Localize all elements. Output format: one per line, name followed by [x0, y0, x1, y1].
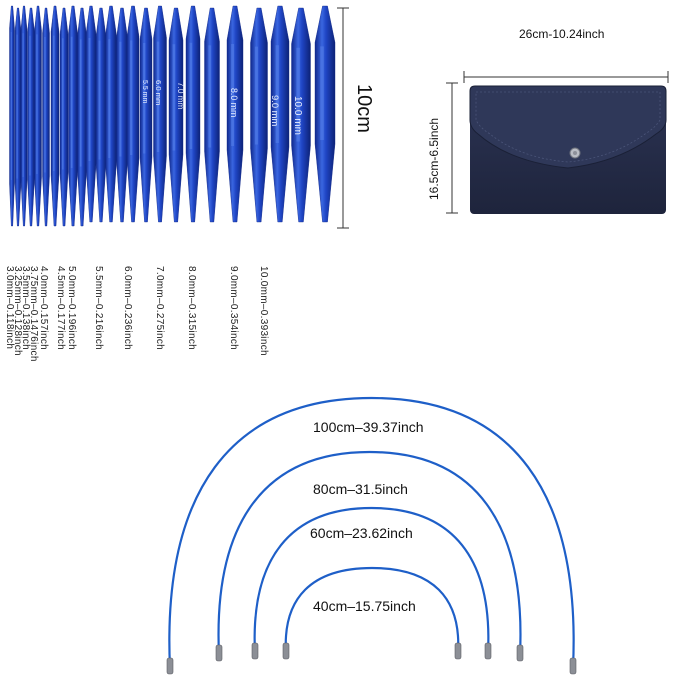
needle	[9, 5, 15, 227]
needle-size-label: 3.75mm–0.1476inch	[28, 266, 39, 362]
needle	[270, 5, 290, 223]
needle-stamp: 7.0 mm	[176, 82, 185, 110]
cable-connector-tip	[251, 642, 259, 660]
needle-stamp: 8.0 mm	[229, 88, 239, 118]
needle	[14, 7, 22, 227]
needle	[77, 7, 87, 227]
cable-connector-tip	[454, 642, 462, 660]
needle	[50, 5, 60, 227]
needle-size-label: 10.0mm–0.393inch	[258, 266, 269, 356]
needle	[139, 7, 153, 223]
needle-size-label: 8.0mm–0.315inch	[186, 266, 197, 350]
needle-size-label: 3.5mm–0.138inch	[20, 266, 31, 350]
needle-size-label: 4.5mm–0.177inch	[55, 266, 66, 350]
needle	[42, 7, 50, 227]
needle	[204, 7, 220, 223]
pouch-height-label: 16.5cm-6.5inch	[427, 117, 441, 200]
needle-stamp: 9.0 mm	[270, 95, 281, 127]
needle	[105, 5, 117, 223]
needle-height-dimension	[337, 7, 349, 229]
needle	[95, 7, 107, 223]
needle	[85, 5, 97, 223]
needle-size-label: 5.0mm–0.196inch	[66, 266, 77, 350]
cable	[253, 506, 490, 654]
pouch-width-label: 26cm-10.24inch	[519, 27, 605, 41]
cable	[217, 450, 522, 656]
pouch-height-dimension	[446, 82, 458, 214]
needle-size-label: 6.0mm–0.236inch	[122, 266, 133, 350]
cable-connector-tip	[215, 644, 223, 662]
pouch	[469, 85, 667, 214]
needle	[116, 7, 128, 223]
cable-label-100cm: 100cm–39.37inch	[313, 419, 424, 435]
needle	[68, 5, 78, 227]
cable-connector-tip	[484, 642, 492, 660]
cable-group	[166, 396, 577, 675]
needle-size-label: 9.0mm–0.354inch	[228, 266, 239, 350]
needle-size-label: 3.0mm–0.118inch	[4, 266, 15, 350]
needle-size-label: 5.5mm–0.216inch	[93, 266, 104, 350]
needle	[59, 7, 69, 227]
cable-connector-tip	[166, 657, 174, 675]
needle	[250, 7, 268, 223]
needle	[153, 5, 167, 223]
cable-connector-tip	[516, 644, 524, 662]
pouch-flap	[469, 85, 667, 169]
needle-group	[9, 5, 336, 227]
needle	[126, 5, 140, 223]
needle-stamp: 5.5 mm	[141, 80, 148, 104]
needle	[20, 5, 28, 227]
cable	[168, 396, 575, 669]
pouch-width-dimension	[463, 71, 669, 83]
needle-stamp: 10.0 mm	[292, 96, 303, 135]
needle	[168, 7, 184, 223]
needle	[185, 5, 201, 223]
needle	[27, 7, 35, 227]
needle-size-label: 3.25mm–0.128inch	[12, 266, 23, 356]
needle-size-label: 7.0mm–0.275inch	[154, 266, 165, 350]
needle	[291, 7, 311, 223]
needle	[314, 5, 336, 223]
cable	[284, 566, 460, 654]
cable-label-60cm: 60cm–23.62inch	[310, 525, 413, 541]
needle-size-label: 4.0mm–0.157inch	[38, 266, 49, 350]
needle-height-label: 10cm	[353, 84, 375, 133]
cable-connector-tip	[569, 657, 577, 675]
needle	[34, 5, 42, 227]
needle-stamp: 6.0 mm	[154, 80, 163, 106]
cable-label-80cm: 80cm–31.5inch	[313, 481, 408, 497]
needle	[226, 5, 244, 223]
cable-connector-tip	[282, 642, 290, 660]
cable-label-40cm: 40cm–15.75inch	[313, 598, 416, 614]
